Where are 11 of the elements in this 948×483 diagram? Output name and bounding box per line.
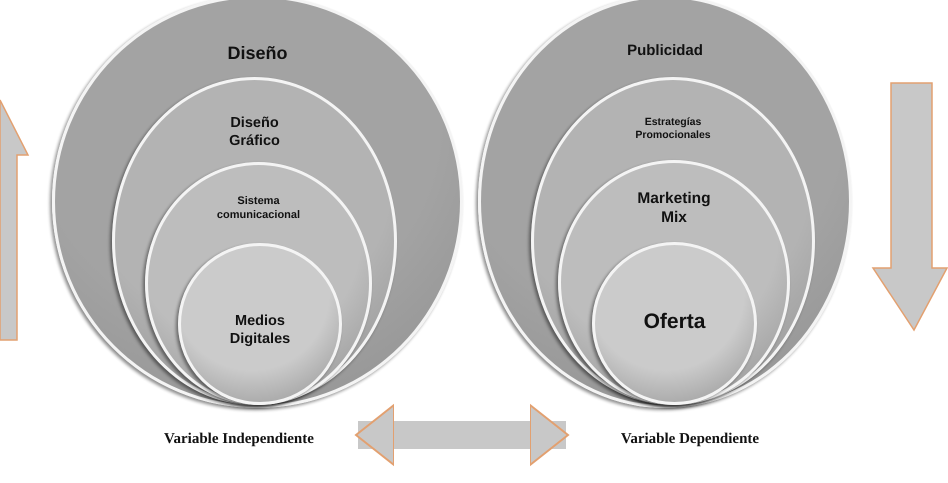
circle-label: Estrategías Promocionales (634, 116, 712, 142)
circle-label: Medios Digitales (228, 312, 292, 348)
double-arrow (355, 404, 569, 466)
circle-label: Marketing Mix (636, 189, 712, 228)
circle-label: Diseño Gráfico (228, 114, 281, 150)
variable-label: Variable Dependiente (620, 430, 760, 449)
variable-label: Variable Independiente (163, 430, 315, 449)
circle-label: Oferta (642, 309, 706, 335)
circle-label: Publicidad (626, 42, 704, 61)
circle-label: Diseño (226, 42, 288, 64)
circle-label: Sistema comunicacional (216, 195, 302, 222)
